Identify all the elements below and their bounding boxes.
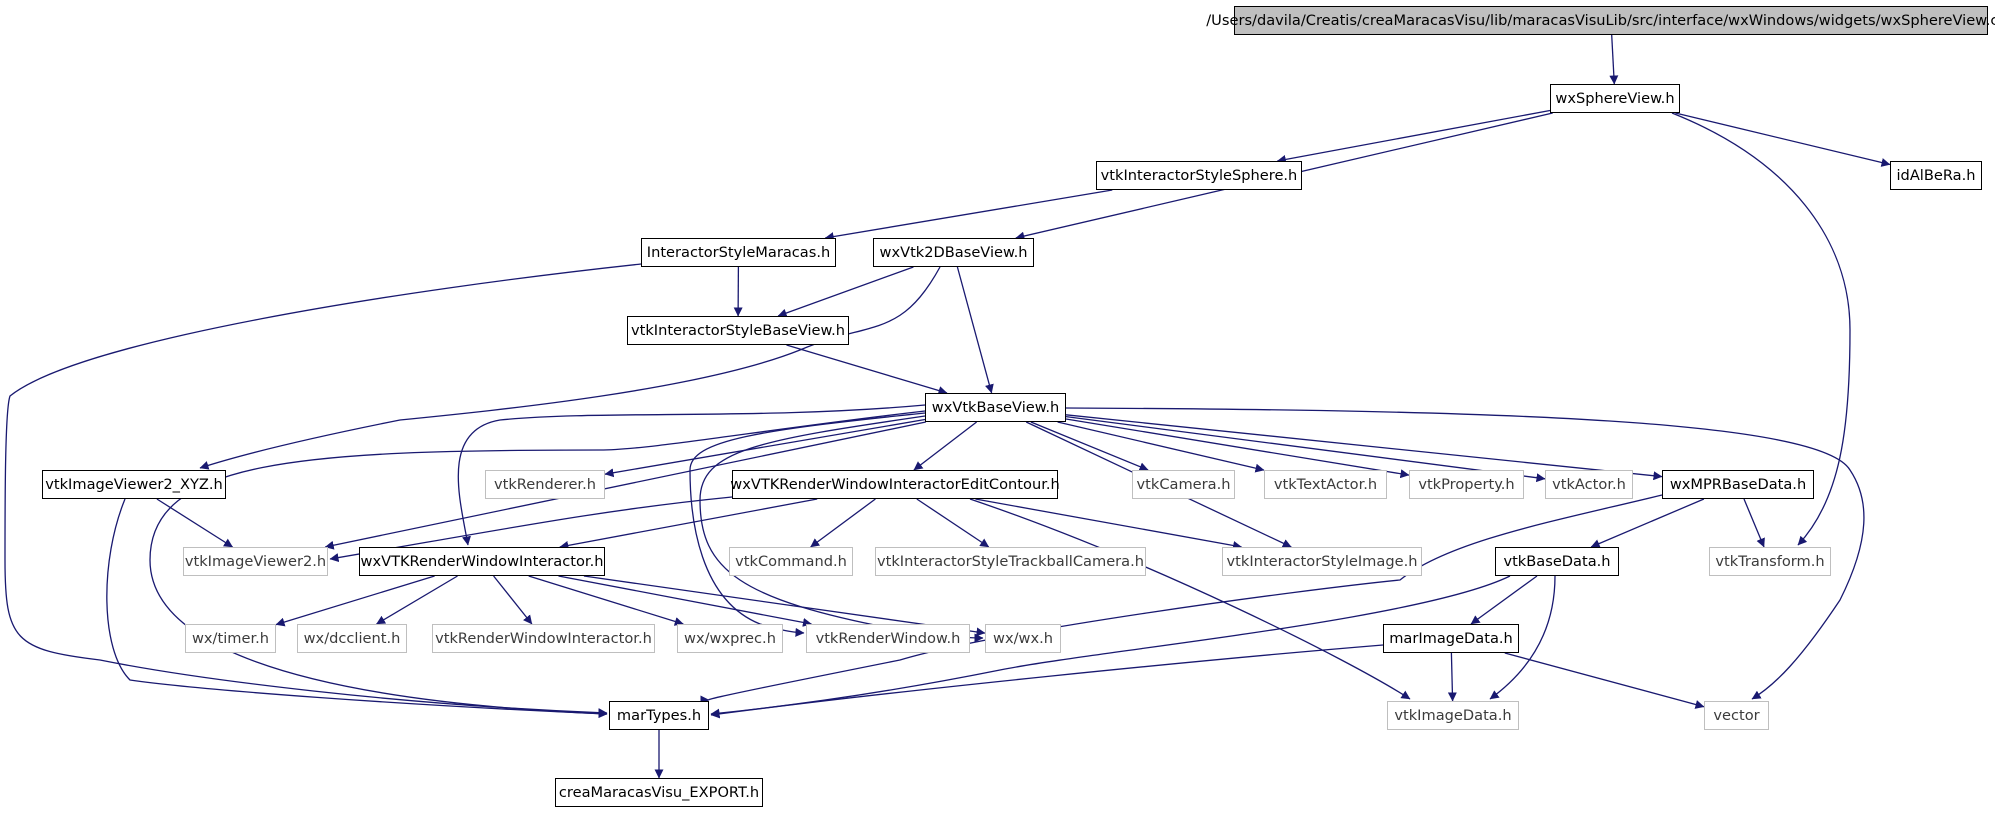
node-vtkinteractorstylesphere[interactable]: vtkInteractorStyleSphere.h bbox=[1096, 161, 1302, 190]
edge-wxsphereview-to-idalbera bbox=[1675, 112, 1891, 167]
node-wxvtk2dbaseview[interactable]: wxVtk2DBaseView.h bbox=[873, 238, 1034, 267]
node-vtkimagedata: vtkImageData.h bbox=[1387, 701, 1519, 730]
node-vtkimageviewer2: vtkImageViewer2.h bbox=[183, 547, 328, 576]
edge-wxvtkbaseview-to-vtkcamera bbox=[1030, 421, 1149, 471]
edge-wxmprbasedata-to-vtkbasedata bbox=[1590, 498, 1705, 548]
edge-wxvtkrenderwindowinteractoreditcontour-to-wxvtkrenderwindowinteractor bbox=[559, 498, 818, 550]
edge-wxvtkrenderwindowinteractoreditcontour-to-vtkinteractorstyleimage bbox=[975, 498, 1243, 550]
edge-wxmprbasedata-to-vtktransform bbox=[1743, 498, 1765, 548]
edge-wxvtkbaseview-to-vtkproperty bbox=[1065, 418, 1410, 479]
edge-interactorstylemaracas-to-martypes bbox=[4, 263, 642, 718]
edge-wxvtkrenderwindowinteractoreditcontour-to-vtkcommand bbox=[810, 498, 876, 548]
edge-wxvtkbaseview-to-vector bbox=[1065, 407, 1865, 700]
edge-wxvtkrenderwindowinteractoreditcontour-to-vtkimagedata bbox=[969, 498, 1411, 700]
edge-marimagedata-to-martypes bbox=[710, 644, 1384, 719]
node-vtkbasedata[interactable]: vtkBaseData.h bbox=[1495, 547, 1619, 576]
edge-wxvtkbaseview-to-vtkrenderer bbox=[604, 418, 926, 478]
node-wx-timer: wx/timer.h bbox=[185, 624, 276, 653]
edge-vtkimageviewer2-xyz-to-martypes bbox=[106, 498, 608, 719]
node-vtkcommand: vtkCommand.h bbox=[729, 547, 853, 576]
node-idalbera[interactable]: idAlBeRa.h bbox=[1890, 161, 1982, 190]
edge-wxvtkrenderwindowinteractor-to-vtkrenderwindow bbox=[558, 575, 812, 627]
edge-wxvtkbaseview-to-vtktextactor bbox=[1057, 421, 1265, 473]
edge-wxvtkrenderwindowinteractor-to-wx-timer bbox=[275, 575, 435, 627]
node-wx-wxprec: wx/wxprec.h bbox=[677, 624, 783, 653]
edge-vtkbasedata-to-marimagedata bbox=[1470, 575, 1538, 625]
edge-marimagedata-to-vector bbox=[1504, 652, 1705, 709]
node-vtktransform: vtkTransform.h bbox=[1709, 547, 1831, 576]
node-interactorstylemaracas[interactable]: InteractorStyleMaracas.h bbox=[641, 238, 836, 267]
node-creamaracasvisu-export[interactable]: creaMaracasVisu_EXPORT.h bbox=[555, 778, 763, 807]
edge-marimagedata-to-vtkimagedata bbox=[1447, 652, 1457, 702]
edge-wxvtkbaseview-to-vtkimageviewer2 bbox=[324, 421, 926, 550]
edge-wxvtk2dbaseview-to-vtkinteractorstylebaseview bbox=[777, 266, 914, 318]
edge-wxvtkrenderwindowinteractor-to-wx-wxprec bbox=[528, 575, 684, 626]
node-vtkinteractorstyleimage: vtkInteractorStyleImage.h bbox=[1222, 547, 1422, 576]
edge-wxvtkbaseview-to-wxvtkrenderwindowinteractor bbox=[457, 404, 926, 546]
edge-wxvtkrenderwindowinteractor-to-wx-dcclient bbox=[376, 575, 458, 625]
node-vtkrenderwindowinteractor: vtkRenderWindowInteractor.h bbox=[432, 624, 655, 653]
edge-wxvtkbaseview-to-wxvtkrenderwindowinteractoreditcontour bbox=[913, 421, 977, 471]
node-wx-wx: wx/wx.h bbox=[985, 624, 1061, 653]
node-vector: vector bbox=[1704, 701, 1769, 730]
node-wxvtkrenderwindowinteractoreditcontour[interactable]: wxVTKRenderWindowInteractorEditContour.h bbox=[730, 470, 1060, 499]
node-marimagedata[interactable]: marImageData.h bbox=[1383, 624, 1519, 653]
edge-wxvtk2dbaseview-to-wxvtkbaseview bbox=[956, 266, 994, 394]
node-wxmprbasedata[interactable]: wxMPRBaseData.h bbox=[1662, 470, 1814, 499]
node-vtktextactor: vtkTextActor.h bbox=[1264, 470, 1387, 499]
edge-vtkinteractorstylebaseview-to-wxvtkbaseview bbox=[786, 344, 948, 395]
node-vtkinteractorstyletrackballcamera: vtkInteractorStyleTrackballCamera.h bbox=[875, 547, 1146, 576]
edge-vtkimageviewer2-xyz-to-vtkimageviewer2 bbox=[156, 498, 233, 548]
edge-root-to-wxsphereview bbox=[1609, 34, 1619, 85]
edge-wxsphereview-to-vtktransform bbox=[1671, 112, 1851, 546]
node-wxvtkbaseview[interactable]: wxVtkBaseView.h bbox=[925, 393, 1066, 422]
node-martypes[interactable]: marTypes.h bbox=[609, 701, 709, 730]
edge-vtkinteractorstylesphere-to-interactorstylemaracas bbox=[824, 189, 1113, 242]
edge-vtkbasedata-to-vtkimagedata bbox=[1489, 575, 1556, 700]
edge-wxvtkbaseview-to-wxmprbasedata bbox=[1065, 414, 1663, 481]
edge-wxvtkrenderwindowinteractor-to-vtkrenderwindowinteractor bbox=[493, 575, 533, 625]
node-vtkactor: vtkActor.h bbox=[1545, 470, 1633, 499]
edge-wxvtk2dbaseview-to-vtkimageviewer2-xyz bbox=[199, 266, 941, 470]
node-vtkproperty: vtkProperty.h bbox=[1409, 470, 1524, 499]
edge-wxsphereview-to-vtkinteractorstylesphere bbox=[1276, 109, 1551, 164]
edge-wxvtkrenderwindowinteractoreditcontour-to-vtkinteractorstyletrackballcamera bbox=[916, 498, 990, 548]
edge-wxvtkbaseview-to-vtkactor bbox=[1065, 415, 1546, 483]
edge-wxvtkrenderwindowinteractor-to-wx-wx bbox=[583, 575, 986, 637]
node-vtkrenderer: vtkRenderer.h bbox=[485, 470, 605, 499]
node-vtkrenderwindow: vtkRenderWindow.h bbox=[806, 624, 970, 653]
node-vtkinteractorstylebaseview[interactable]: vtkInteractorStyleBaseView.h bbox=[627, 316, 849, 345]
node-wxsphereview[interactable]: wxSphereView.h bbox=[1550, 84, 1680, 113]
node-root[interactable]: /Users/davila/Creatis/creaMaracasVisu/li… bbox=[1206, 6, 1995, 35]
node-vtkimageviewer2-xyz[interactable]: vtkImageViewer2_XYZ.h bbox=[42, 470, 226, 499]
node-wxvtkrenderwindowinteractor[interactable]: wxVTKRenderWindowInteractor.h bbox=[359, 547, 605, 576]
edge-wxmprbasedata-to-martypes bbox=[700, 494, 1663, 705]
node-wx-dcclient: wx/dcclient.h bbox=[297, 624, 407, 653]
node-vtkcamera: vtkCamera.h bbox=[1132, 470, 1235, 499]
